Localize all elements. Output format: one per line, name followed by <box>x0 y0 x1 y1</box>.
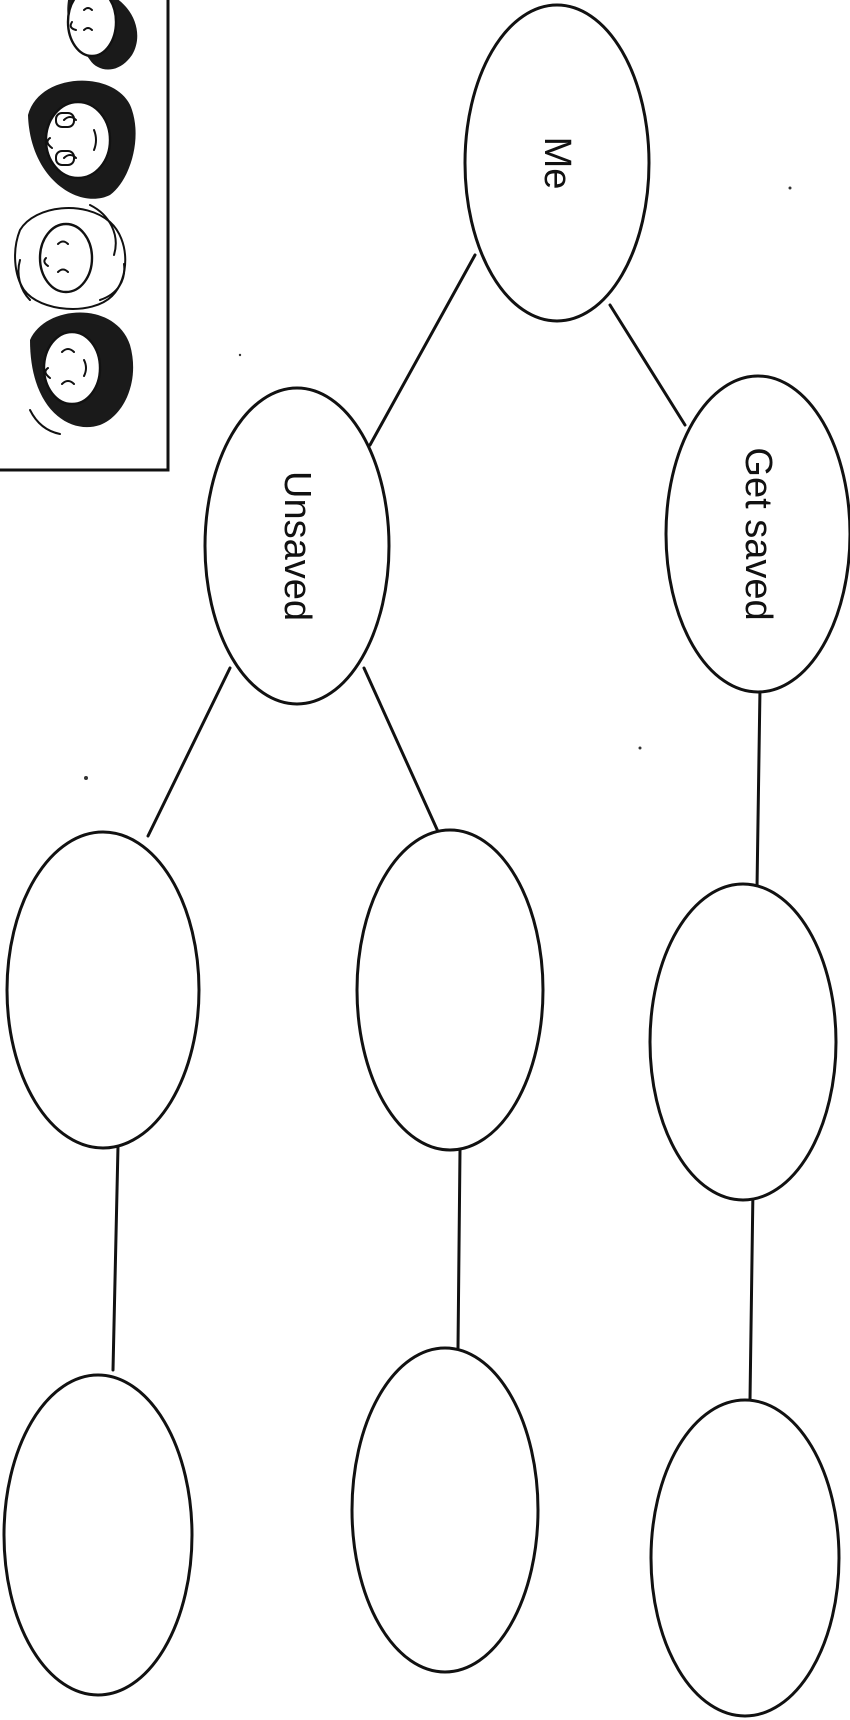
node-me: Me <box>463 3 651 323</box>
child-face-2 <box>28 80 136 199</box>
node-get-saved-child-2 <box>649 1398 841 1718</box>
node-me-label: Me <box>536 137 578 190</box>
node-unsaved-child-a-1 <box>5 830 201 1150</box>
edge-unsaved-child-a-grandchild <box>111 1144 120 1372</box>
node-unsaved: Unsaved <box>203 386 391 706</box>
node-unsaved-child-a-2 <box>2 1373 194 1697</box>
node-get-saved: Get saved <box>664 374 850 694</box>
edge-unsaved-child-b <box>362 666 442 838</box>
edge-unsaved-child-a <box>146 666 232 838</box>
node-unsaved-child-b-1 <box>355 828 545 1152</box>
edge-get-saved-child <box>755 686 762 890</box>
tree-edges <box>111 253 762 1402</box>
node-get-saved-label: Get saved <box>737 447 779 620</box>
edge-get-saved-grandchild <box>748 1186 755 1402</box>
tree-nodes: Me Get saved Unsaved <box>2 3 850 1718</box>
scan-specks <box>84 186 792 780</box>
node-get-saved-child-1 <box>648 882 838 1202</box>
child-face-3 <box>14 204 127 310</box>
edge-me-get-saved <box>608 303 687 427</box>
children-illustration <box>0 0 170 472</box>
node-unsaved-label: Unsaved <box>276 471 318 621</box>
edge-me-unsaved <box>368 253 477 447</box>
child-face-4 <box>29 312 134 435</box>
child-face-1 <box>66 0 138 70</box>
edge-unsaved-child-b-grandchild <box>456 1148 462 1350</box>
node-unsaved-child-b-2 <box>350 1346 540 1674</box>
